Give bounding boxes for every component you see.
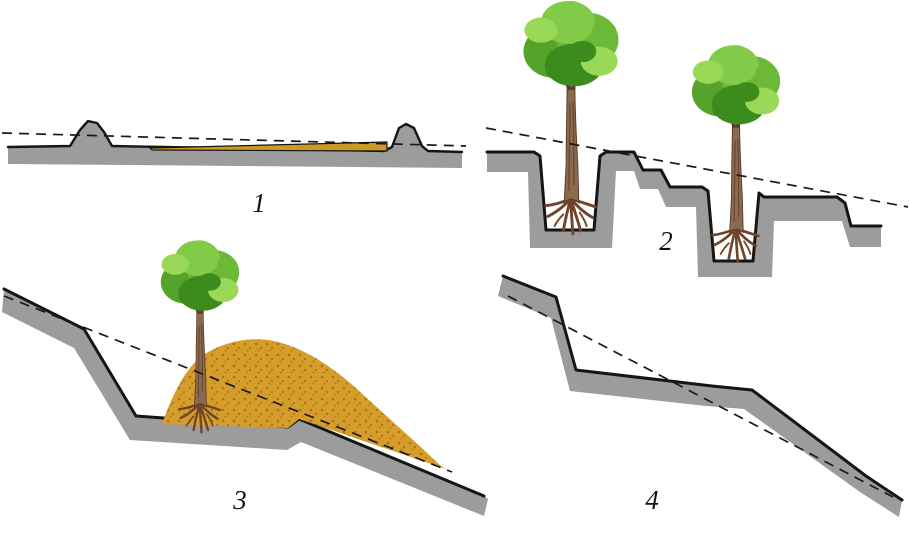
surface-outline <box>501 274 904 502</box>
panel-4: 4 <box>498 274 904 517</box>
design-grade-dashed-line <box>1 132 467 147</box>
soil-fill-wedge <box>149 141 388 152</box>
panel-1: 1 <box>1 119 467 218</box>
panel-label: 1 <box>252 188 266 218</box>
ground-cross-section <box>498 276 902 517</box>
original-slope-dashed-line <box>507 295 894 498</box>
ground-cross-section <box>487 152 881 277</box>
panel-label: 4 <box>645 485 659 515</box>
panel-2: 2 <box>485 0 909 277</box>
panel-3: 3 <box>2 238 488 516</box>
original-slope-dashed-line <box>3 295 453 473</box>
ground-cross-section <box>2 289 488 516</box>
soil-mound <box>162 339 446 469</box>
ground-cross-section <box>8 121 462 168</box>
original-slope-dashed-line <box>485 127 909 208</box>
panel-label: 2 <box>659 226 673 256</box>
panel-label: 3 <box>232 485 247 515</box>
